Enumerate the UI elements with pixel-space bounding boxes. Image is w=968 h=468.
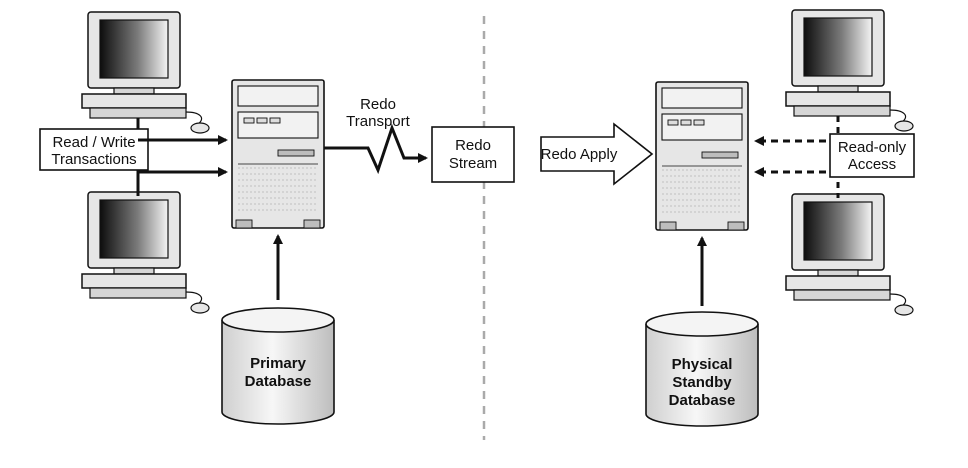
redo-transport-label-line2: Transport: [346, 113, 410, 130]
redo-transport-link: [324, 123, 428, 175]
primary-server-icon: [231, 79, 325, 229]
standby-database-icon: Physical Standby Database: [645, 311, 759, 427]
redo-stream-label-line1: Redo: [455, 137, 491, 154]
redo-transport-label-line1: Redo: [360, 96, 396, 113]
read-write-label-line2: Transactions: [51, 151, 136, 168]
primary-client-computer-top-icon: [81, 11, 210, 134]
primary-database-icon: Primary Database: [221, 307, 335, 425]
standby-db-label-line1: Physical: [672, 356, 733, 373]
redo-apply-label: Redo Apply: [541, 146, 618, 163]
standby-client-computer-bottom-icon: [785, 193, 914, 316]
standby-db-label-line2: Standby: [672, 374, 732, 391]
read-write-label-line1: Read / Write: [52, 134, 135, 151]
primary-db-label-line1: Primary: [250, 355, 307, 372]
primary-db-label-line2: Database: [245, 373, 312, 390]
standby-db-label-line3: Database: [669, 392, 736, 409]
read-only-access-box: Read-only Access: [829, 133, 915, 178]
redo-stream-box: Redo Stream: [431, 126, 515, 183]
read-only-label-line1: Read-only: [838, 139, 907, 156]
read-only-label-line2: Access: [848, 156, 896, 173]
standby-server-icon: [655, 81, 749, 231]
read-write-transactions-box: Read / Write Transactions: [39, 128, 149, 171]
primary-client-computer-bottom-icon: [81, 191, 210, 314]
redo-apply-arrow: Redo Apply: [540, 122, 654, 186]
redo-stream-label-line2: Stream: [449, 155, 497, 172]
standby-client-computer-top-icon: [785, 9, 914, 132]
